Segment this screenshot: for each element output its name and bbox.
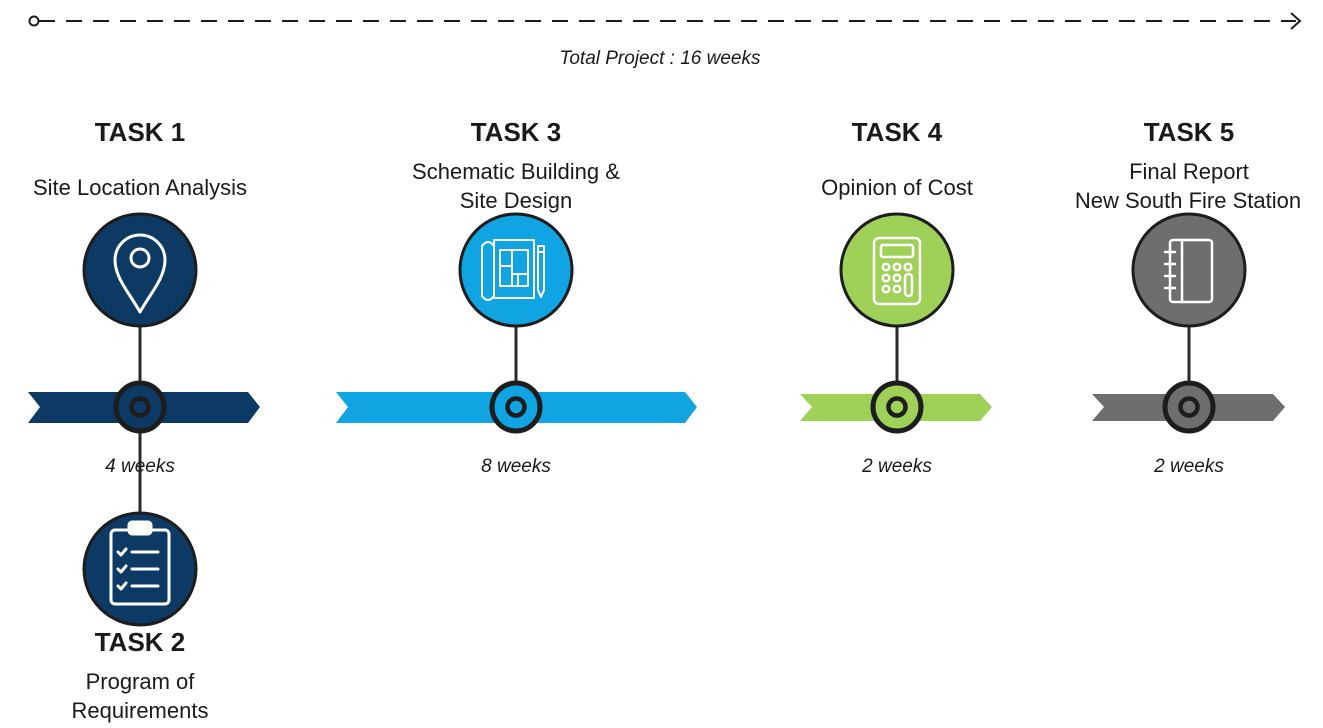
task3-duration: 8 weeks — [481, 456, 551, 477]
total-project-label: Total Project : 16 weeks — [559, 48, 761, 69]
notebook-icon — [1163, 238, 1214, 304]
task2-title: TASK 2 — [94, 627, 186, 657]
task3-icon-circle — [458, 212, 574, 328]
task5-icon-circle — [1131, 212, 1247, 328]
location-pin-icon — [113, 233, 167, 314]
task2-description-line1: Program of — [85, 669, 195, 694]
task5-title: TASK 5 — [1143, 117, 1235, 147]
task4-title: TASK 4 — [851, 117, 943, 147]
task2-description-line2: Requirements — [71, 698, 209, 723]
blueprint-icon — [481, 239, 545, 301]
task5-description-line2: New South Fire Station — [1074, 188, 1302, 213]
task1-icon-circle — [82, 212, 198, 328]
task3-description-line2: Site Design — [459, 188, 573, 213]
task1-description: Site Location Analysis — [32, 175, 248, 200]
task3-milestone-node — [489, 380, 543, 434]
task1-duration: 4 weeks — [105, 456, 175, 477]
task5-milestone-node — [1162, 380, 1216, 434]
task1-milestone-node — [113, 380, 167, 434]
task5-description-line1: Final Report — [1129, 159, 1249, 184]
total-timeline-arrow — [28, 12, 1302, 30]
task1-title: TASK 1 — [94, 117, 186, 147]
task4-milestone-node — [870, 380, 924, 434]
task4-duration: 2 weeks — [862, 456, 932, 477]
task3-title: TASK 3 — [470, 117, 562, 147]
task5-duration: 2 weeks — [1154, 456, 1224, 477]
calculator-icon — [872, 236, 922, 306]
task3-description-line1: Schematic Building & — [412, 159, 620, 184]
task4-description: Opinion of Cost — [821, 175, 973, 200]
clipboard-checklist-icon — [109, 520, 171, 606]
